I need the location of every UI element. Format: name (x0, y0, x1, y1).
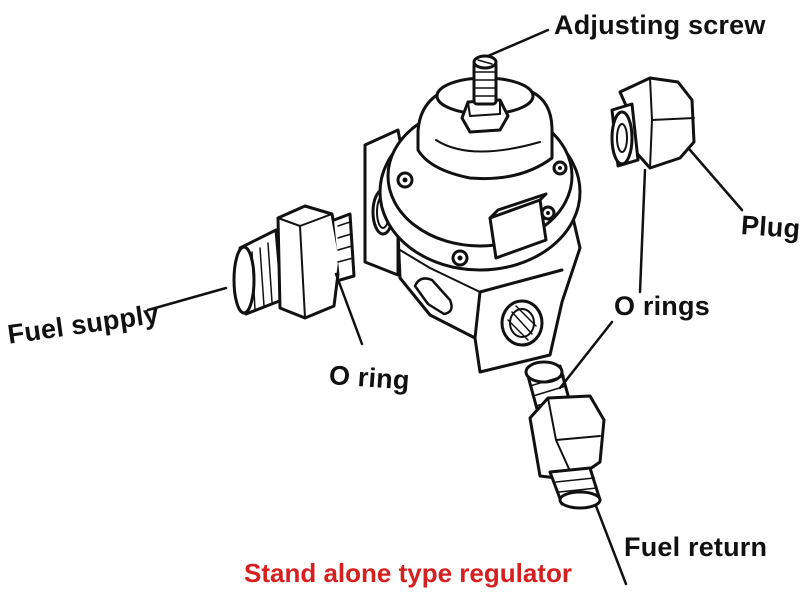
fuel-return-fitting (524, 360, 606, 510)
leader-plug (688, 148, 744, 212)
leader-o-rings-lower (558, 320, 614, 390)
leader-fuel-return (594, 504, 628, 586)
leader-fuel-supply (146, 286, 228, 312)
label-adjusting-screw: Adjusting screw (554, 10, 766, 40)
label-o-ring: O ring (328, 360, 411, 396)
label-fuel-return: Fuel return (624, 532, 768, 562)
diagram-caption: Stand alone type regulator (244, 558, 572, 588)
leader-lines (146, 28, 744, 586)
label-plug: Plug (740, 210, 800, 245)
regulator-body (363, 54, 582, 374)
label-o-rings: O rings (614, 291, 710, 321)
leader-o-ring (334, 272, 364, 346)
plug (610, 76, 696, 170)
leader-o-rings-upper (638, 168, 647, 294)
leader-adjusting-screw (486, 28, 550, 58)
fuel-supply-fitting (232, 204, 356, 320)
